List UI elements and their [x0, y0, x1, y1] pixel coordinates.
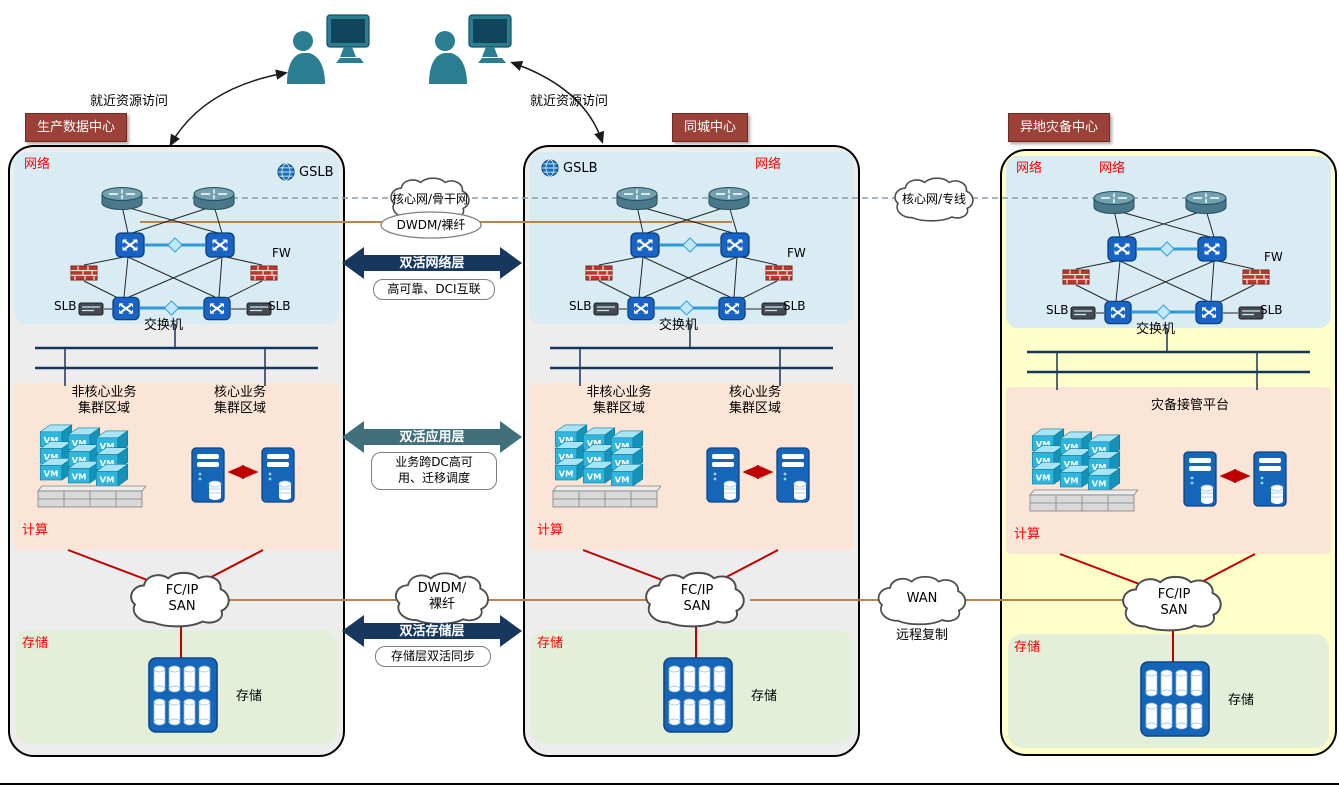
dwdm-cloud-label: DWDM/ 裸纤: [417, 581, 467, 613]
production-slb-right-label: SLB: [268, 299, 291, 313]
dr-storage-area-label: 存储: [1014, 640, 1041, 655]
city-network-label: 网络: [755, 157, 782, 172]
production-center-title: 生产数据中心: [25, 113, 128, 142]
dr-slb-left-label: SLB: [1046, 303, 1069, 317]
gslb-globe-icon: [541, 159, 559, 177]
dual-active-network-arrow: [342, 247, 522, 279]
dr-center-title: 异地灾备中心: [1008, 113, 1111, 142]
dwdm-top-label: DWDM/裸纤: [396, 218, 466, 232]
monitor-icon: [468, 14, 512, 64]
city-gslb-label: GSLB: [563, 161, 598, 176]
access-label-left: 就近资源访问: [90, 94, 169, 109]
network-layer-arrow-label: 双活网络层: [399, 256, 465, 271]
city-switch-label: 交换机: [659, 318, 699, 333]
production-network-label: 网络: [24, 157, 51, 172]
person-icon: [287, 31, 325, 84]
wan-desc-label: 远程复制: [895, 628, 948, 643]
dr-san-label: FC/IP SAN: [1157, 587, 1191, 619]
city-core-cluster-label: 核心业务 集群区域: [728, 385, 781, 417]
dr-network-label: 网络: [1016, 161, 1043, 176]
production-gslb-label: GSLB: [299, 165, 334, 180]
person-icon: [429, 31, 467, 84]
city-fw-label: FW: [787, 246, 806, 260]
access-arrow-right: [510, 61, 605, 144]
city-storage-device-label: 存储: [751, 689, 778, 704]
city-storage-area-label: 存储: [537, 636, 564, 651]
production-san-label: FC/IP SAN: [165, 583, 199, 615]
city-center-title: 同城中心: [672, 113, 749, 142]
dr-storage-device-label: 存储: [1228, 693, 1255, 708]
production-noncore-cluster-label: 非核心业务 集群区域: [71, 385, 137, 417]
app-layer-desc: 业务跨DC高可 用、迁移调度: [371, 452, 497, 490]
production-switch-label: 交换机: [144, 318, 184, 333]
production-storage-area-label: 存储: [22, 636, 49, 651]
dr-switch-label: 交换机: [1136, 322, 1176, 337]
monitor-icon: [326, 14, 370, 64]
production-slb-left-label: SLB: [54, 299, 77, 313]
production-core-cluster-label: 核心业务 集群区域: [213, 385, 266, 417]
access-arrow-left: [169, 69, 288, 147]
dr-compute-label: 计算: [1014, 527, 1041, 542]
city-compute-label: 计算: [537, 523, 564, 538]
dr-fw-label: FW: [1264, 250, 1283, 264]
dr-platform-label: 灾备接管平台: [1150, 398, 1229, 413]
city-slb-right-label: SLB: [783, 299, 806, 313]
access-label-right: 就近资源访问: [530, 94, 609, 109]
city-san-label: FC/IP SAN: [680, 583, 714, 615]
storage-layer-desc: 存储层双活同步: [375, 646, 491, 667]
gslb-globe-icon: [277, 163, 295, 181]
production-fw-label: FW: [272, 246, 291, 260]
storage-layer-arrow-label: 双活存储层: [399, 624, 465, 639]
production-storage-device-label: 存储: [236, 689, 263, 704]
dual-active-storage-arrow: [342, 615, 522, 647]
core-backbone-cloud-label: 核心网/骨干网: [391, 192, 469, 206]
app-layer-arrow-label: 双活应用层: [399, 430, 465, 445]
network-layer-desc: 高可靠、DCI互联: [373, 279, 495, 300]
dual-active-app-arrow: [342, 421, 522, 453]
dr-slb-right-label: SLB: [1260, 303, 1283, 317]
city-slb-left-label: SLB: [569, 299, 592, 313]
wan-cloud-label: WAN: [906, 591, 938, 606]
core-line-cloud-label: 核心网/专线: [901, 192, 967, 206]
production-compute-label: 计算: [22, 523, 49, 538]
city-noncore-cluster-label: 非核心业务 集群区域: [586, 385, 652, 417]
dwdm-oval: [380, 211, 482, 239]
dr-network-label-2: 网络: [1099, 161, 1126, 176]
